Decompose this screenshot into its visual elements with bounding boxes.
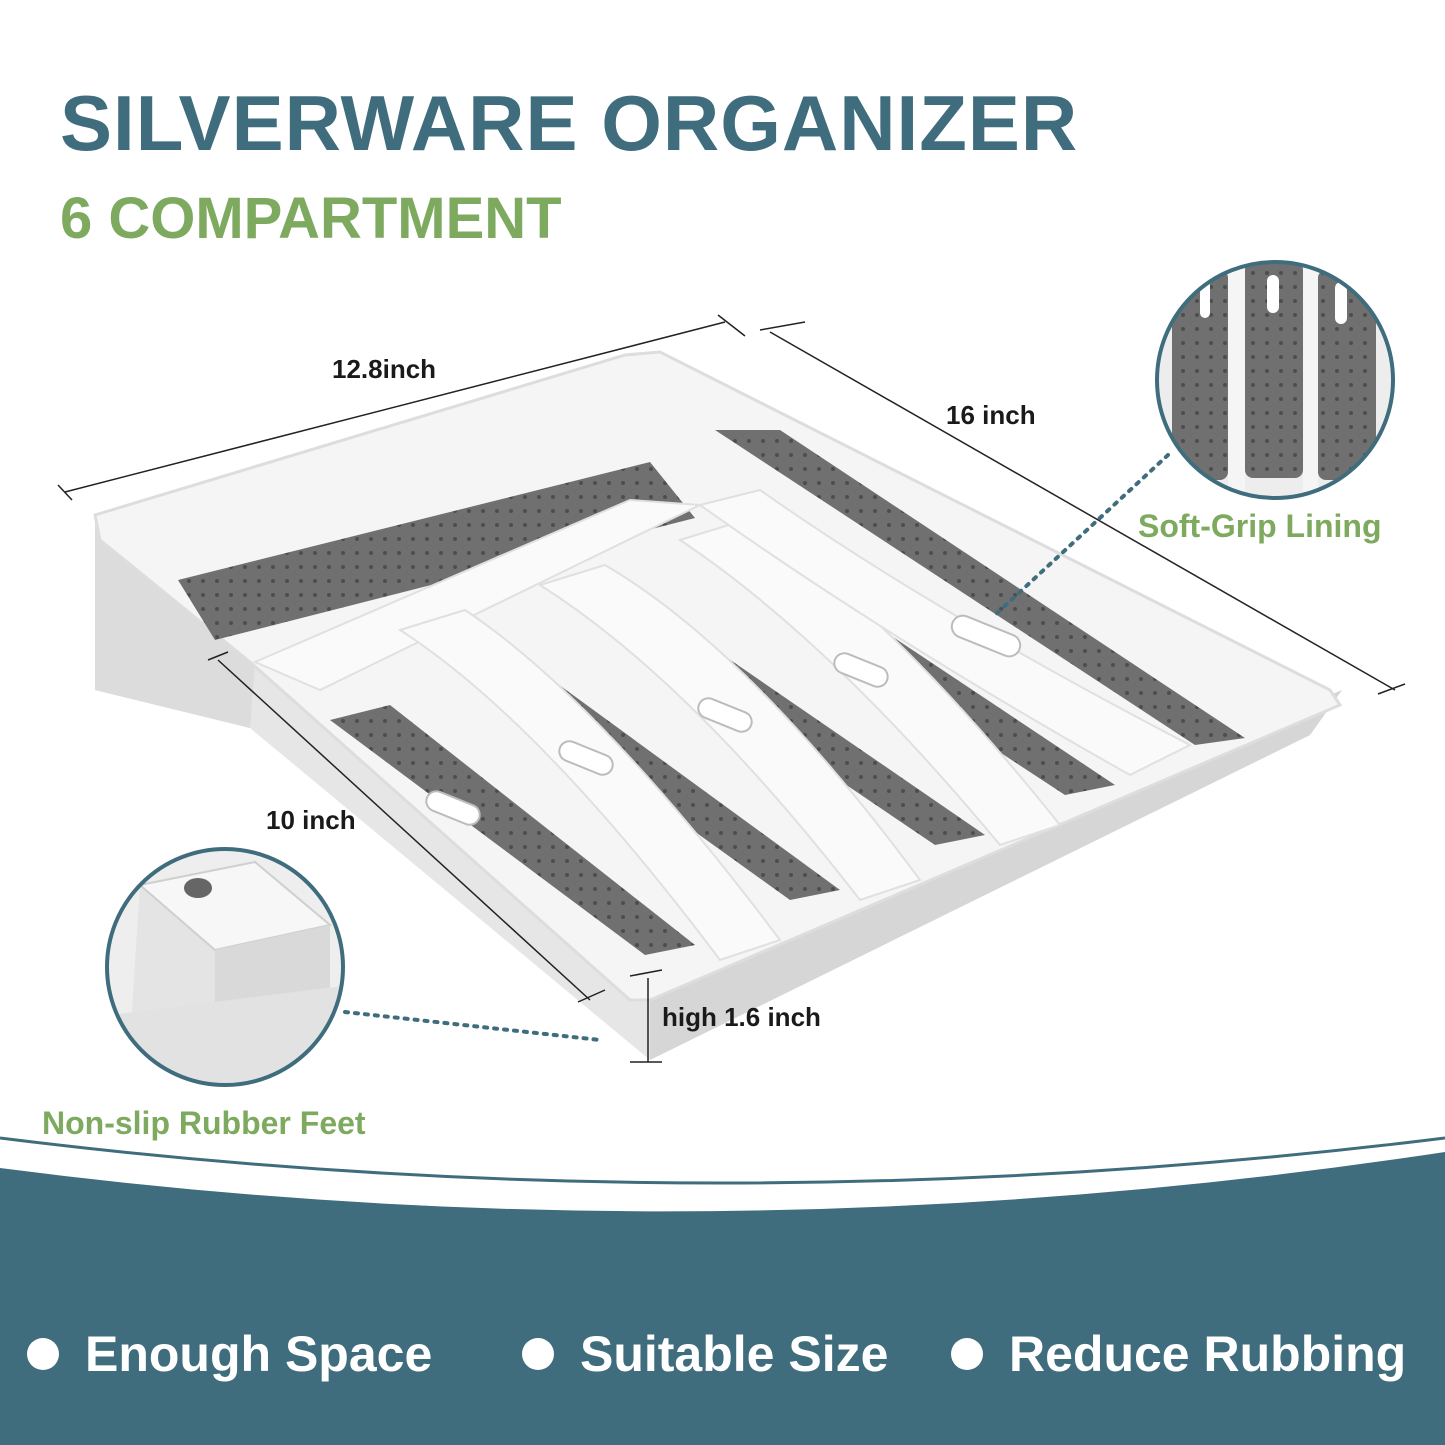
feature-item-space: Enough Space bbox=[27, 1325, 432, 1383]
callout-leaders bbox=[343, 453, 1170, 1042]
feet-zoom-circle bbox=[105, 847, 345, 1087]
feature-label: Suitable Size bbox=[580, 1326, 889, 1382]
organizer-tray bbox=[93, 350, 1343, 1060]
feature-item-size: Suitable Size bbox=[522, 1325, 888, 1383]
page-title: SILVERWARE ORGANIZER bbox=[60, 79, 1079, 167]
soft-grip-lining-label: Soft-Grip Lining bbox=[1138, 508, 1382, 544]
dimension-lines bbox=[57, 314, 1406, 1063]
feature-label: Enough Space bbox=[85, 1326, 433, 1382]
feature-item-rubbing: Reduce Rubbing bbox=[951, 1325, 1406, 1383]
lining-zoom-circle bbox=[1155, 260, 1395, 500]
page-subtitle: 6 COMPARTMENT bbox=[60, 186, 562, 251]
feature-label: Reduce Rubbing bbox=[1009, 1326, 1407, 1382]
height-dimension-label: high 1.6 inch bbox=[662, 1002, 821, 1032]
bullet-dot-icon bbox=[951, 1338, 983, 1370]
feature-banner bbox=[0, 1136, 1445, 1445]
length-dimension-label: 16 inch bbox=[946, 400, 1036, 430]
rubber-feet-label: Non-slip Rubber Feet bbox=[42, 1105, 366, 1141]
width-dimension-label: 12.8inch bbox=[332, 354, 437, 384]
bullet-dot-icon bbox=[522, 1338, 554, 1370]
bullet-dot-icon bbox=[27, 1338, 59, 1370]
depth-dimension-label: 10 inch bbox=[266, 805, 356, 835]
